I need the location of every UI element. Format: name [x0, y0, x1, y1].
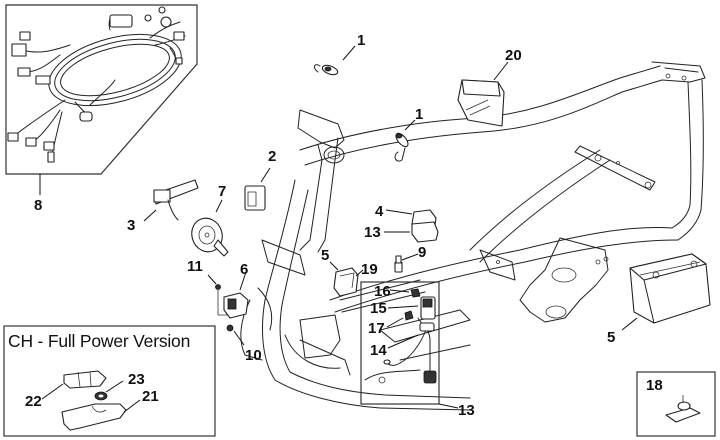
- harness-inset-border: [5, 4, 198, 175]
- part-2-relay: [244, 167, 271, 211]
- callout-15: 14: [370, 342, 387, 359]
- callout-3: 3: [127, 217, 136, 234]
- callout-11: 10: [245, 347, 262, 364]
- part-1-bulb-socket-lower: [394, 119, 416, 162]
- part-22-plate: [61, 403, 127, 431]
- callout-23: 22: [25, 393, 42, 410]
- full-power-version-title: CH - Full Power Version: [8, 331, 191, 351]
- callout-16: 15: [370, 300, 387, 317]
- callout-9: 8: [34, 197, 43, 214]
- callout-17: 16: [374, 283, 391, 300]
- callout-22: 21: [142, 388, 159, 405]
- callout-18: 17: [368, 320, 385, 337]
- part-10-switch: [394, 253, 419, 273]
- callout-13: 13: [364, 224, 381, 241]
- frame-drawing: [240, 61, 706, 411]
- callout-19: 18: [646, 377, 663, 394]
- part-3-regulator: [143, 179, 199, 222]
- callout-10: 9: [418, 244, 427, 261]
- callout-4: 4: [375, 203, 384, 220]
- part-1-bulb-socket-upper: [313, 45, 356, 76]
- callout-1-lower: 1: [415, 106, 424, 123]
- callout-8: 7: [218, 183, 227, 200]
- callout-7: 6: [240, 261, 249, 278]
- callout-20: 19: [361, 261, 378, 278]
- fuse-box-inset: [360, 281, 459, 409]
- callout-24: 23: [128, 371, 145, 388]
- part-4-relay: [384, 209, 439, 243]
- part-17-fuse: [410, 288, 421, 298]
- full-power-inset-border: [3, 325, 216, 437]
- part-11-nut: [226, 324, 245, 346]
- full-power-version-inset: [3, 325, 216, 437]
- part-18-fuse: [404, 310, 414, 321]
- part-8-horn: [191, 199, 229, 257]
- part-7-ignition-coil: [223, 271, 249, 319]
- callout-5: 5: [321, 247, 330, 264]
- wiring-harness-inset: [5, 4, 198, 195]
- callout-2: 2: [268, 148, 277, 165]
- part-21-tool-bag: [457, 61, 509, 127]
- callout-1-upper: 1: [357, 32, 366, 49]
- wiring-harness-drawing: [7, 6, 186, 163]
- callout-6: 5: [607, 329, 616, 346]
- part-6-battery: [621, 253, 711, 331]
- part-5-relay: [329, 261, 364, 297]
- callout-14: 13: [458, 402, 475, 419]
- callout-12: 11: [187, 258, 203, 275]
- clip-inset: [636, 371, 716, 437]
- part-12-screw: [207, 274, 228, 316]
- part-23-connector: [63, 370, 107, 389]
- callout-21: 20: [505, 47, 522, 64]
- fuse-box-inset-border: [360, 281, 440, 405]
- clip-inset-border: [636, 371, 716, 437]
